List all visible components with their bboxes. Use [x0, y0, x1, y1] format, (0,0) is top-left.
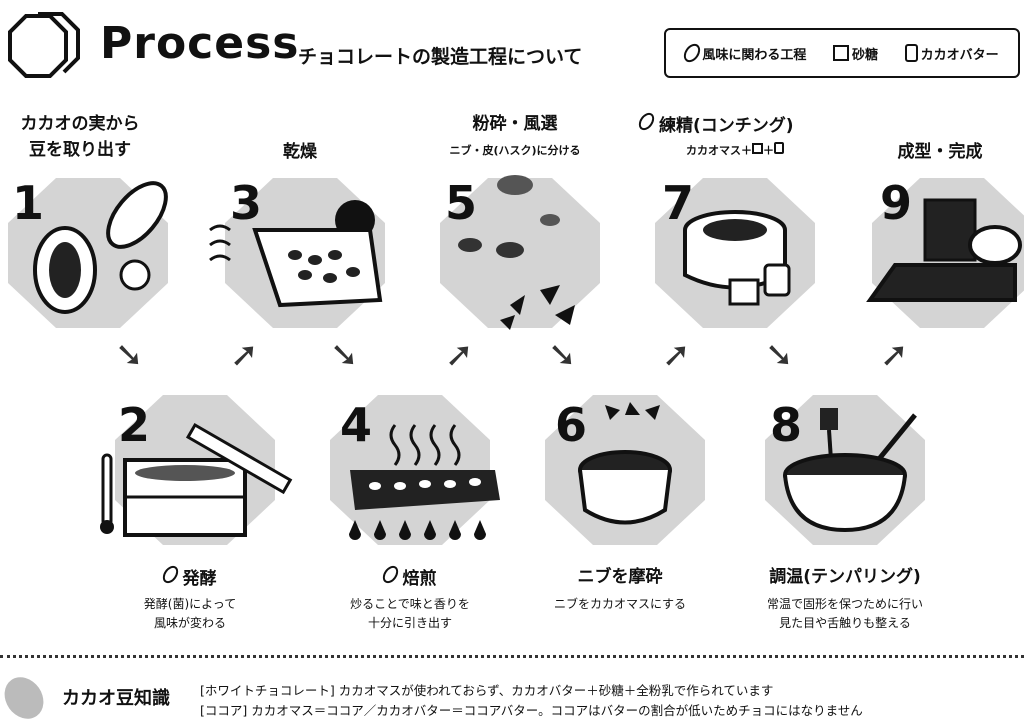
- step6-label: ニブを摩砕: [577, 567, 663, 587]
- page-subtitle: チョコレートの製造工程について: [298, 46, 583, 68]
- footer-fact-cocoa: [ココア] カカオマス＝ココア／カカオバター＝ココアバター。ココアはバターの割合…: [200, 703, 863, 718]
- legend: 風味に関わる工程 砂糖 カカオバター: [664, 28, 1020, 78]
- step4-desc: 炒ることで味と香りを十分に引き出す: [350, 597, 470, 631]
- step5-label: 粉砕・風選: [472, 114, 558, 134]
- step3-label: 乾燥: [283, 142, 317, 162]
- arrow-up-icon: ➚: [230, 335, 259, 375]
- step7-label: 練精(コンチング): [635, 109, 840, 140]
- step3-number: 3: [230, 176, 263, 230]
- step6-desc: ニブをカカオマスにする: [553, 597, 687, 611]
- step2-desc: 発酵(菌)によって風味が変わる: [143, 597, 237, 631]
- arrow-up-icon: ➚: [880, 335, 909, 375]
- butter-jar-icon: [774, 142, 784, 154]
- arrow-down-icon: ➘: [765, 335, 794, 375]
- divider: [0, 655, 1024, 658]
- drying-tray-sun-icon: [209, 200, 383, 308]
- step8-label: 調温(テンパリング): [769, 567, 921, 587]
- grinding-bowl-icon: [578, 402, 672, 525]
- cacao-bean-icon: [0, 669, 52, 726]
- roasting-tray-icon: [349, 424, 500, 540]
- step4-number: 4: [340, 398, 373, 452]
- step7-sub: カカオマス＋＋: [660, 142, 810, 158]
- page-title: Process: [100, 18, 300, 69]
- step8-desc: 常温で固形を保つために行い見た目や舌触りも整える: [766, 597, 923, 631]
- step1-label: カカオの実から豆を取り出す: [20, 114, 140, 160]
- logo-octagon-icon: [8, 12, 80, 78]
- arrow-down-icon: ➘: [115, 335, 144, 375]
- step2-label: 発酵: [120, 562, 260, 593]
- arrow-up-icon: ➚: [445, 335, 474, 375]
- butter-jar-icon: [904, 44, 918, 62]
- step9-label: 成型・完成: [897, 142, 983, 162]
- step6-number: 6: [555, 398, 588, 452]
- crushed-nibs-icon: [458, 175, 575, 330]
- step8-number: 8: [770, 398, 803, 452]
- arrow-down-icon: ➘: [330, 335, 359, 375]
- footer-title: カカオ豆知識: [62, 688, 170, 709]
- cacao-bean-icon: [379, 562, 401, 587]
- step2-number: 2: [118, 398, 151, 452]
- sugar-cube-icon: [832, 45, 849, 61]
- cacao-bean-icon: [635, 109, 658, 134]
- legend-sugar: 砂糖: [851, 47, 878, 63]
- legend-butter: カカオバター: [920, 47, 999, 63]
- fermentation-box-icon: [100, 422, 293, 537]
- step1-number: 1: [12, 176, 45, 230]
- cacao-bean-icon: [680, 40, 704, 66]
- footer-fact-white-chocolate: [ホワイトチョコレート] カカオマスが使われておらず、カカオバター＋砂糖＋全粉乳…: [200, 683, 774, 698]
- arrow-up-icon: ➚: [662, 335, 691, 375]
- sugar-cube-icon: [752, 143, 763, 154]
- step5-sub: ニブ・皮(ハスク)に分ける: [449, 144, 581, 157]
- arrow-down-icon: ➘: [548, 335, 577, 375]
- step4-label: 焙煎: [340, 562, 480, 593]
- conching-machine-icon: [683, 210, 791, 306]
- legend-flavor: 風味に関わる工程: [702, 47, 807, 63]
- tempering-bowl-icon: [783, 408, 917, 533]
- step5-number: 5: [445, 176, 478, 230]
- molded-chocolate-icon: [866, 198, 1022, 302]
- step7-number: 7: [662, 176, 695, 230]
- cacao-bean-icon: [159, 562, 181, 587]
- cacao-pod-icon: [33, 181, 168, 314]
- step9-number: 9: [880, 176, 913, 230]
